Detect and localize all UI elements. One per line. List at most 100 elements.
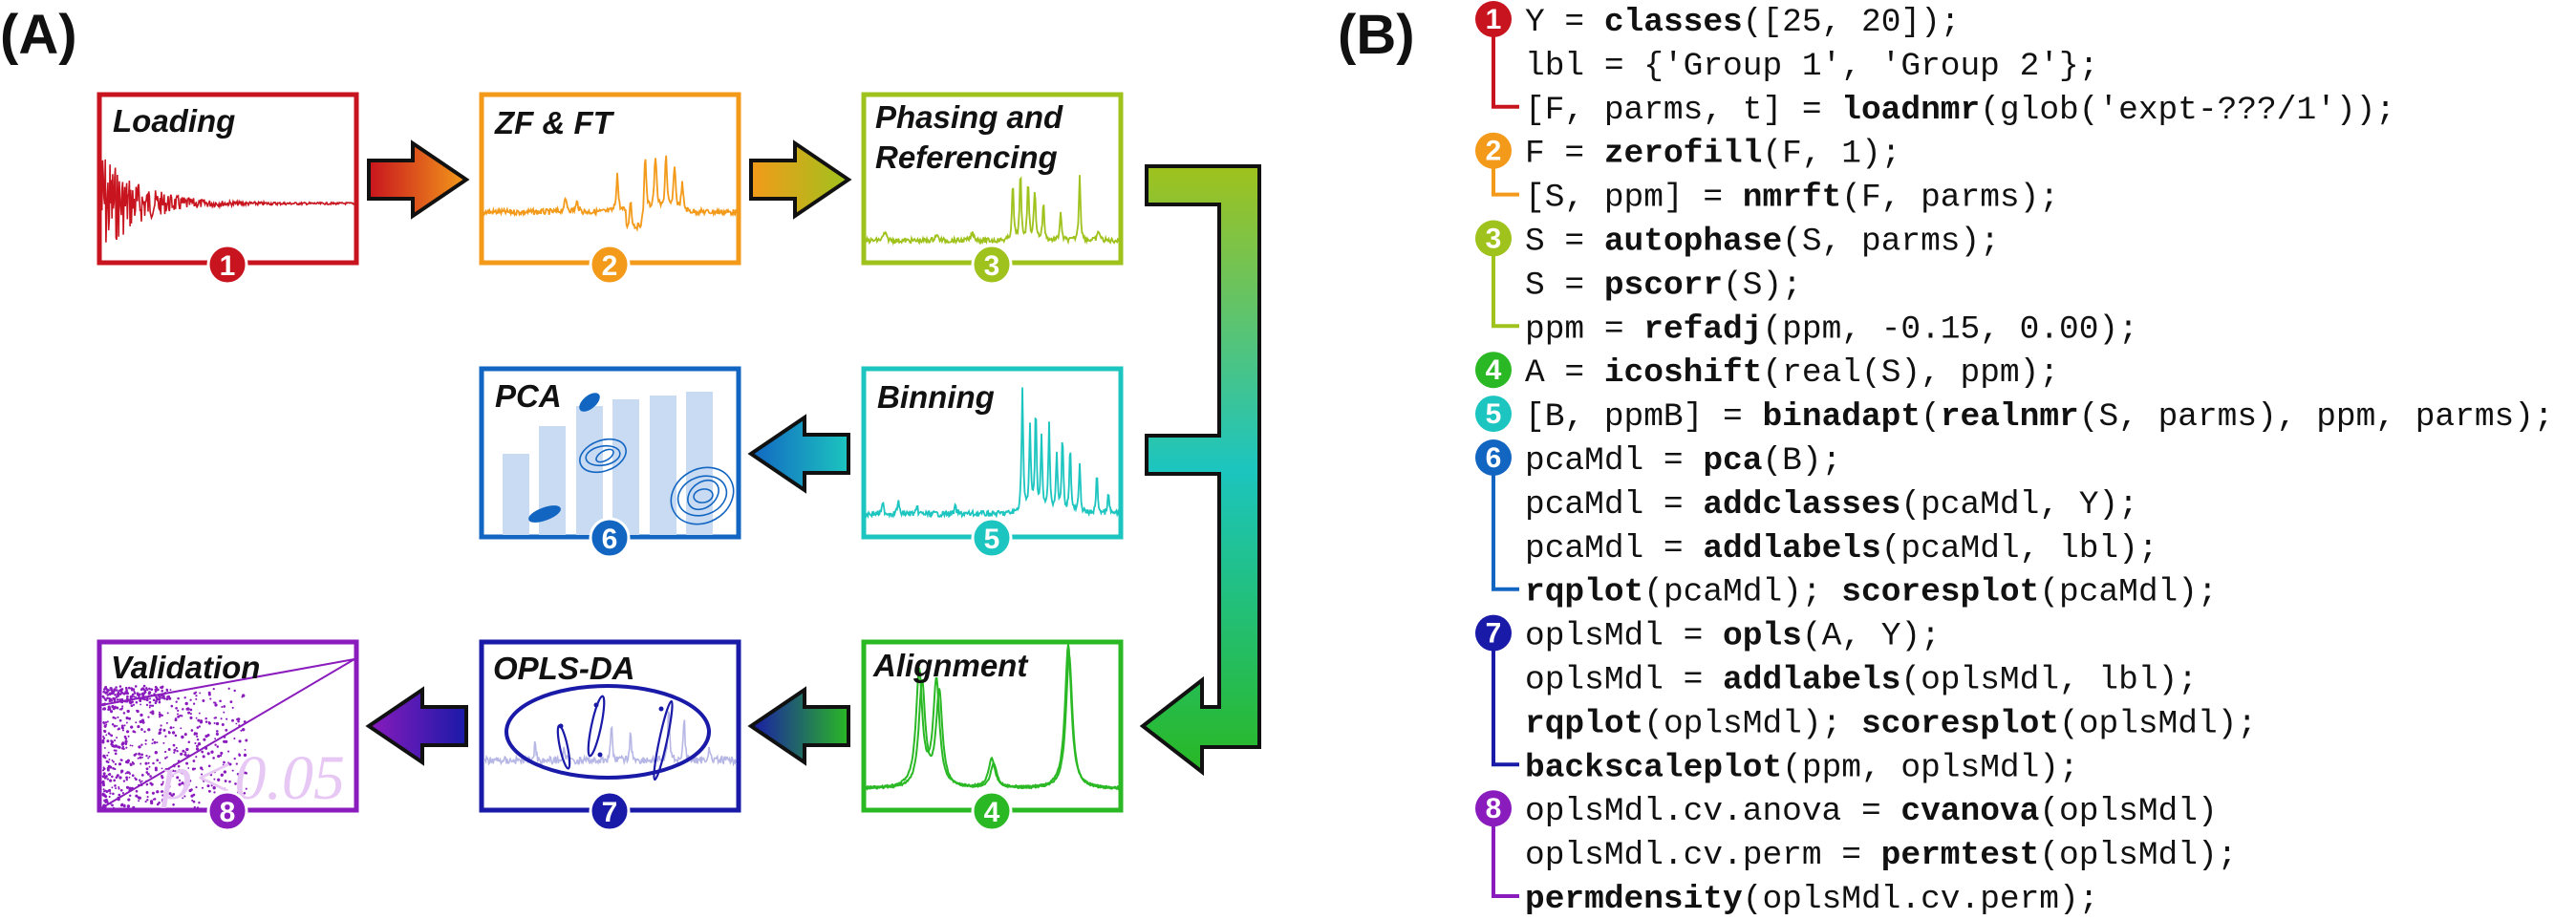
- permutation-point: [110, 740, 115, 744]
- permutation-point: [128, 772, 132, 776]
- permutation-point: [145, 771, 149, 774]
- code-text: (oplsMdl.cv.perm);: [1743, 881, 2099, 918]
- permutation-point: [127, 735, 130, 738]
- step-number: 6: [602, 524, 618, 555]
- permutation-point: [166, 712, 169, 715]
- permutation-point: [108, 759, 111, 760]
- pca-bar: [503, 454, 529, 535]
- permutation-point: [117, 745, 120, 749]
- code-text: pcaMdl =: [1525, 486, 1703, 524]
- code-text: ([25, 20]);: [1743, 4, 1961, 41]
- permutation-point: [204, 717, 207, 720]
- permutation-point: [209, 697, 212, 700]
- code-line: ppm = refadj(ppm, -0.15, 0.00);: [1525, 310, 2138, 348]
- permutation-point: [137, 796, 140, 799]
- permutation-point: [116, 698, 119, 701]
- permutation-point: [113, 699, 117, 702]
- code-line: backscaleplot(ppm, oplsMdl);: [1525, 749, 2079, 786]
- permutation-point: [161, 767, 163, 770]
- permutation-point: [125, 717, 129, 720]
- permutation-point: [105, 688, 109, 691]
- step-box-opls-da: OPLS-DA 7: [479, 639, 741, 832]
- permutation-point: [201, 786, 204, 789]
- fid-signal-plot: [101, 159, 354, 243]
- code-text: (S, parms), ppm, parms);: [2079, 398, 2554, 436]
- permutation-point: [118, 698, 121, 701]
- permutation-point: [149, 711, 152, 714]
- code-text: (: [1921, 398, 1941, 436]
- permutation-point: [148, 706, 151, 709]
- permutation-point: [187, 740, 191, 743]
- permutation-point: [121, 741, 125, 745]
- permutation-point: [110, 734, 114, 738]
- permutation-point: [108, 699, 112, 703]
- function-name: zerofill: [1604, 136, 1763, 173]
- permutation-point: [102, 788, 105, 791]
- permutation-point: [229, 700, 233, 704]
- permutation-point: [187, 783, 190, 786]
- step-badge: [589, 790, 631, 832]
- permutation-point: [191, 799, 194, 802]
- permutation-point: [158, 732, 161, 736]
- permutation-point: [146, 799, 149, 802]
- permutation-point: [171, 774, 174, 778]
- permutation-point: [156, 741, 159, 744]
- score-point: [658, 706, 664, 712]
- permutation-point: [102, 707, 107, 711]
- permutation-point: [123, 735, 127, 738]
- step-title-validation: Validation: [111, 650, 260, 685]
- score-point: [597, 752, 603, 758]
- permutation-point: [175, 706, 178, 710]
- permutation-point: [102, 781, 105, 785]
- permutation-point: [222, 763, 225, 766]
- function-name: rqplot: [1525, 705, 1643, 742]
- permutation-point: [106, 720, 109, 723]
- permutation-point: [118, 685, 122, 688]
- permutation-point: [167, 773, 171, 777]
- function-name: addclasses: [1703, 486, 1900, 524]
- permutation-point: [207, 693, 211, 696]
- permutation-point: [158, 801, 161, 804]
- code-text: S =: [1525, 224, 1604, 261]
- permutation-point: [172, 803, 175, 806]
- permutation-point: [104, 721, 108, 724]
- permutation-point: [192, 702, 196, 705]
- function-name: addlabels: [1723, 662, 1900, 699]
- permutation-point: [135, 753, 138, 756]
- permutation-point: [206, 752, 210, 756]
- code-listing: Y = classes([25, 20]);lbl = {'Group 1', …: [1475, 1, 2554, 918]
- function-name: permdensity: [1525, 881, 1743, 918]
- permutation-point: [198, 802, 201, 804]
- permutation-point: [161, 790, 164, 793]
- permutation-point: [147, 692, 151, 695]
- score-cluster: [653, 699, 674, 781]
- permutation-point: [122, 804, 126, 808]
- permutation-point: [184, 751, 187, 754]
- permutation-point: [161, 774, 163, 778]
- permutation-point: [140, 713, 143, 717]
- permutation-point: [106, 754, 109, 757]
- permutation-point: [154, 701, 158, 704]
- function-name: loadnmr: [1841, 92, 1980, 129]
- permutation-point: [227, 750, 230, 753]
- permutation-point: [154, 751, 158, 755]
- permutation-point: [196, 738, 200, 741]
- code-line: A = icoshift(real(S), ppm);: [1525, 354, 2059, 392]
- permutation-point: [171, 769, 175, 773]
- pca-plot: [503, 392, 735, 535]
- permutation-point: [174, 734, 178, 738]
- permutation-point: [196, 806, 200, 808]
- step-badge: [971, 244, 1013, 286]
- permutation-point: [111, 705, 115, 709]
- permutation-point: [118, 718, 122, 722]
- permutation-point: [238, 739, 242, 743]
- permutation-point: [121, 745, 125, 749]
- permutation-point: [183, 783, 187, 787]
- permutation-point: [225, 717, 228, 720]
- permutation-point: [116, 724, 118, 727]
- code-group-number: 3: [1486, 224, 1502, 255]
- permutation-point: [243, 753, 247, 758]
- permutation-point: [206, 784, 210, 788]
- permutation-point: [213, 778, 216, 781]
